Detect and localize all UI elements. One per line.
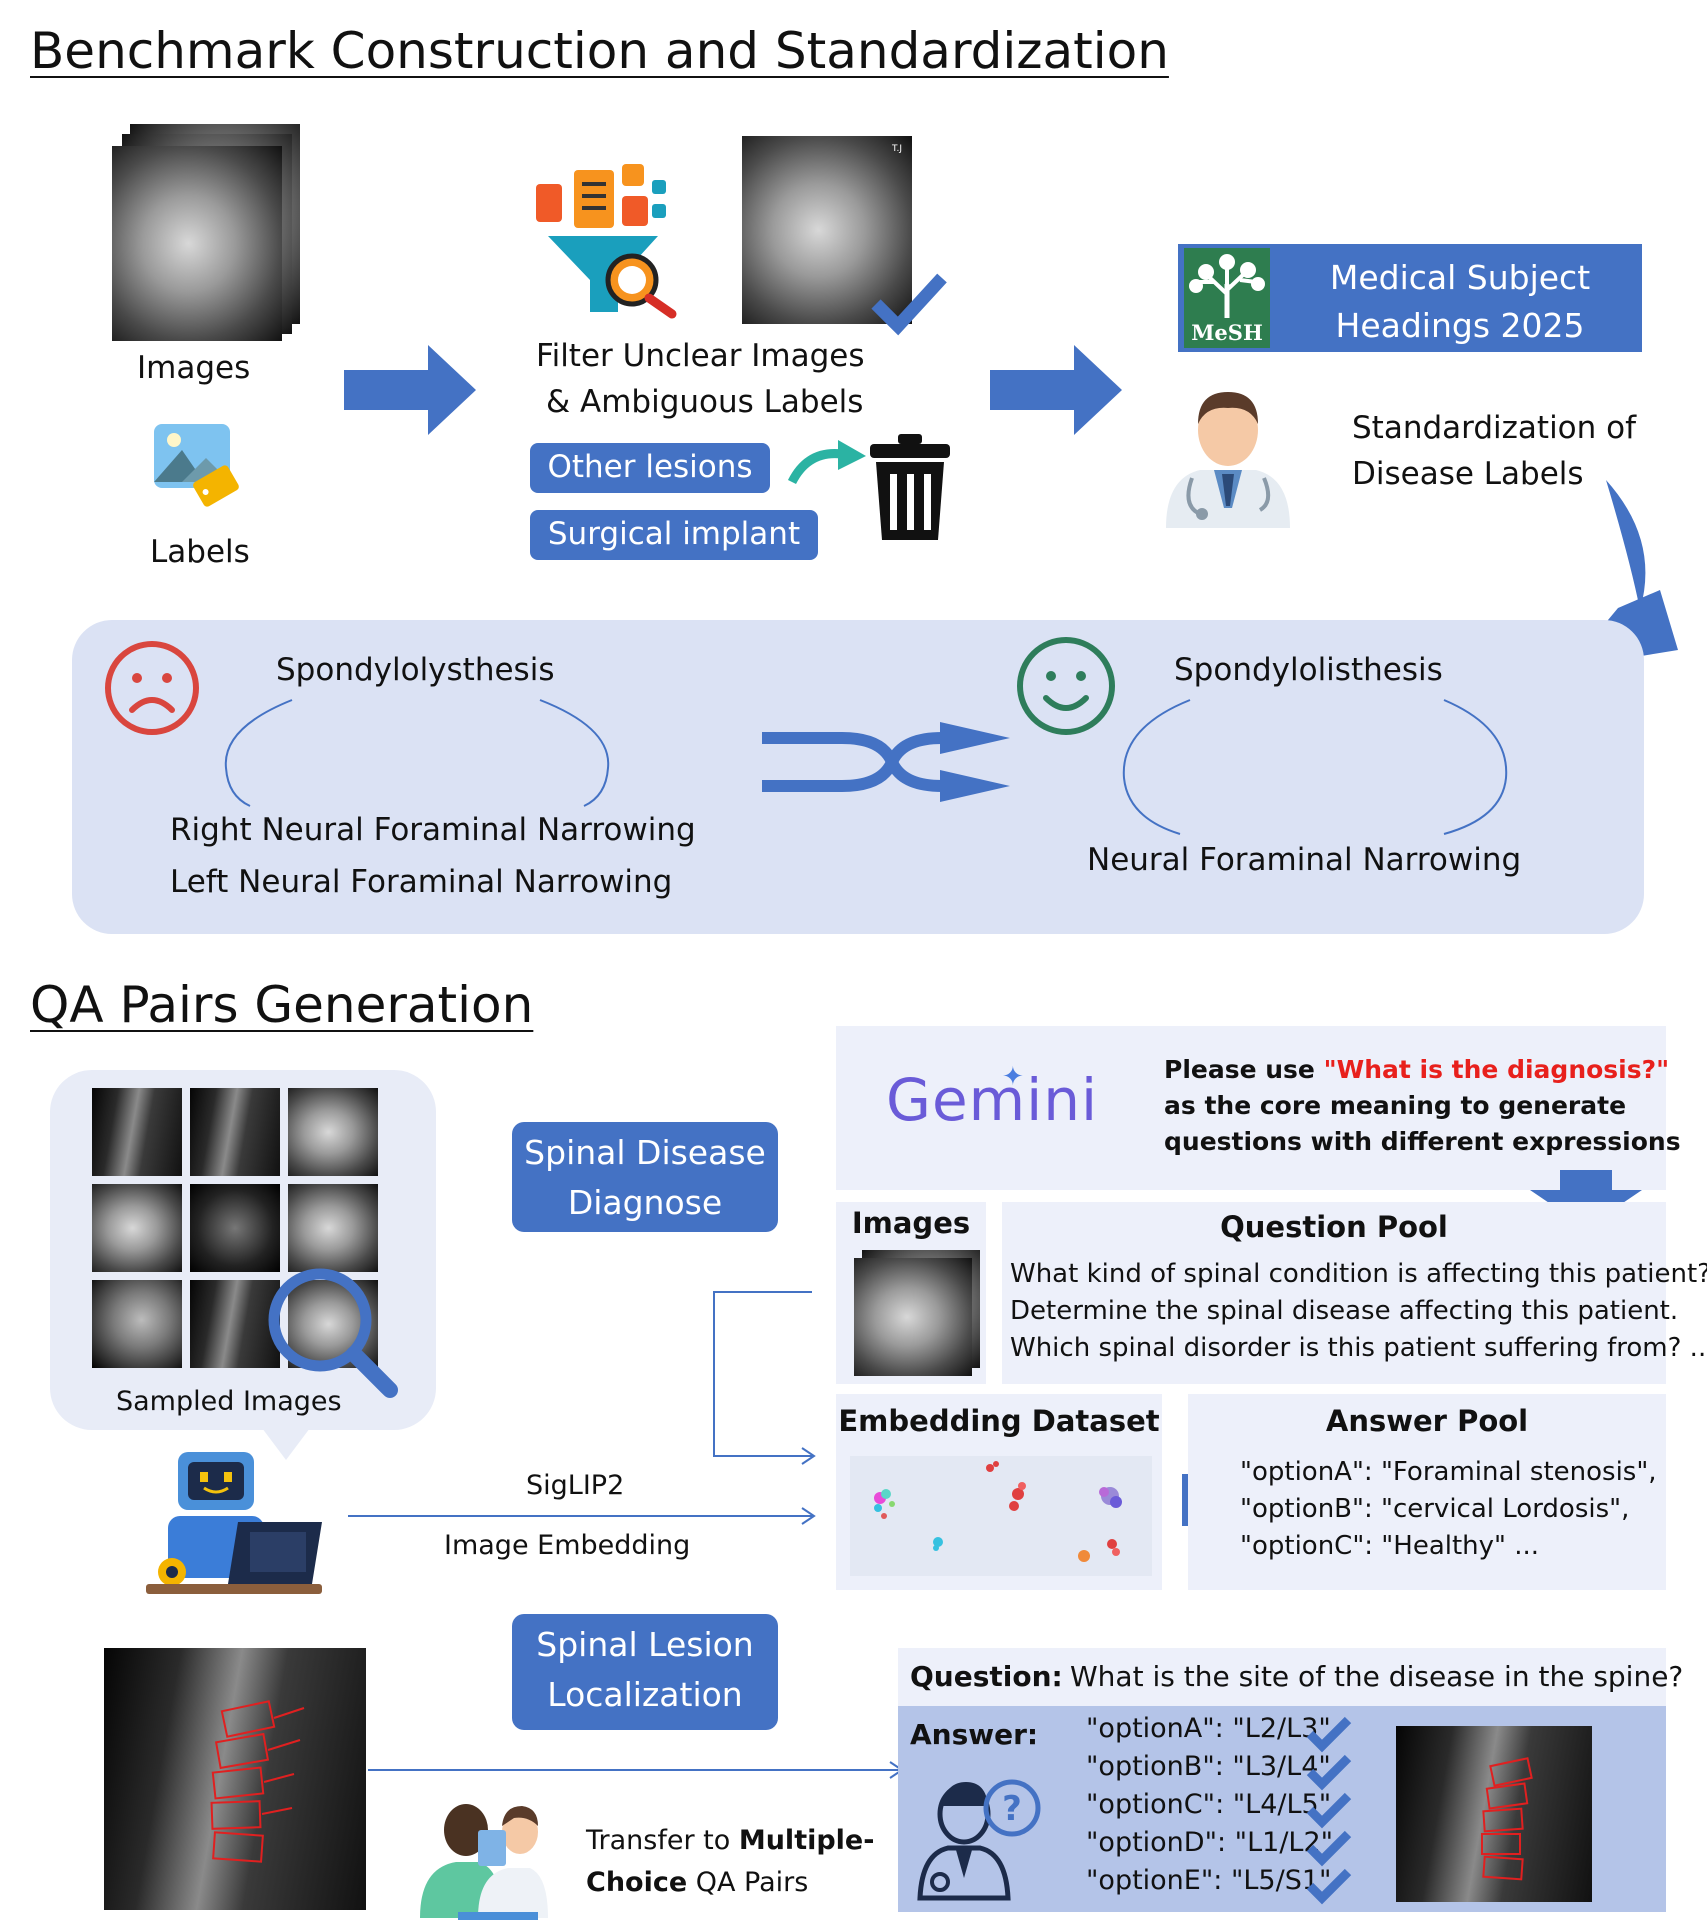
- mri-connector: [368, 1760, 904, 1784]
- mesh-logo: MeSH: [1184, 248, 1270, 348]
- answer-checks: [1306, 1716, 1356, 1920]
- image-tag-icon: [152, 420, 248, 516]
- question-bar: Question: What is the site of the diseas…: [898, 1648, 1683, 1706]
- robot-laptop-icon: [146, 1448, 326, 1612]
- transfer-post: QA Pairs: [687, 1867, 809, 1898]
- doctor-patient-icon: [418, 1788, 548, 1924]
- question-pool-item: What kind of spinal condition is affecti…: [1010, 1259, 1707, 1289]
- xray-tag: T.J: [892, 144, 902, 154]
- annotated-mri-image: [104, 1648, 366, 1910]
- question-pool-item: Which spinal disorder is this patient su…: [1010, 1333, 1707, 1363]
- images-label: Images: [137, 350, 251, 386]
- question-label: Question:: [910, 1660, 1063, 1693]
- sampled-images-grid: [92, 1088, 382, 1372]
- happy-face-icon: [1016, 636, 1116, 740]
- bad-line1: Right Neural Foraminal Narrowing: [170, 812, 696, 848]
- filter-text-line2: & Ambiguous Labels: [546, 384, 864, 420]
- spinal-lesion-localization-pill: Spinal Lesion Localization: [512, 1614, 778, 1730]
- answer-pool-item: "optionB": "cervical Lordosis",: [1240, 1494, 1630, 1524]
- embedding-dataset-title: Embedding Dataset: [838, 1404, 1160, 1438]
- doctor-icon: [1160, 378, 1296, 534]
- mesh-logo-text: MeSH: [1191, 320, 1263, 345]
- mesh-title-line2: Headings 2025: [1335, 306, 1585, 345]
- std-line1: Standardization of: [1352, 410, 1637, 446]
- standardization-panel: [72, 620, 1644, 934]
- answer-pool-title: Answer Pool: [1325, 1404, 1529, 1438]
- surgical-implant-pill: Surgical implant: [530, 510, 818, 560]
- mesh-banner: MeSH Medical Subject Headings 2025: [1178, 244, 1642, 352]
- bad-term: Spondylolysthesis: [276, 652, 555, 688]
- answer-mri-image: [1396, 1726, 1592, 1902]
- gemini-logo: Gemini: [886, 1066, 1099, 1134]
- bubble-tail: [256, 1420, 316, 1464]
- connectors: [346, 1288, 826, 1542]
- question-text: What is the site of the disease in the s…: [1070, 1660, 1684, 1693]
- filter-text-line1: Filter Unclear Images: [536, 338, 865, 374]
- embedding-scatter: [850, 1456, 1152, 1576]
- answer-option: "optionD": "L1/L2": [1086, 1827, 1334, 1858]
- answer-panel: Answer: ? "optionA": "L2/L3" "optionB": …: [898, 1706, 1666, 1912]
- answer-pool-item: "optionA": "Foraminal stenosis",: [1240, 1457, 1657, 1487]
- answer-option: "optionA": "L2/L3": [1086, 1713, 1331, 1744]
- transfer-bold1: Multiple-: [738, 1825, 875, 1856]
- answer-pool-panel: Answer Pool "optionA": "Foraminal stenos…: [1188, 1394, 1666, 1590]
- embedding-dataset-panel: Embedding Dataset: [836, 1394, 1162, 1590]
- merge-arrows-icon: [762, 722, 1010, 808]
- filtered-xray-image: T.J: [742, 136, 912, 324]
- answer-pool-item: "optionC": "Healthy" ...: [1240, 1531, 1540, 1561]
- images-panel: Images: [836, 1202, 986, 1384]
- answer-option: "optionE": "L5/S1": [1086, 1865, 1332, 1896]
- answer-option: "optionC": "L4/L5": [1086, 1789, 1332, 1820]
- trash-icon: [868, 432, 952, 546]
- std-line2: Disease Labels: [1352, 456, 1584, 492]
- prompt-pre: Please use: [1164, 1055, 1324, 1084]
- siglip-label: SigLIP2: [526, 1470, 625, 1501]
- transfer-bold2: Choice: [586, 1867, 688, 1898]
- sparkle-icon: ✦: [1002, 1062, 1024, 1092]
- prompt-line2: as the core meaning to generate: [1164, 1091, 1627, 1120]
- good-term-bracket: [1118, 698, 1510, 842]
- sad-face-icon: [104, 640, 200, 740]
- magnifier-icon: [262, 1262, 402, 1406]
- svg-text:?: ?: [1002, 1789, 1022, 1829]
- labels-label: Labels: [150, 534, 250, 570]
- image-embedding-label: Image Embedding: [444, 1530, 691, 1561]
- bad-line2: Left Neural Foraminal Narrowing: [170, 864, 673, 900]
- question-pool-title: Question Pool: [1220, 1210, 1448, 1244]
- other-lesions-pill: Other lesions: [530, 443, 770, 493]
- arrow-right-icon: [344, 345, 476, 439]
- transfer-text: Transfer to Multiple- Choice QA Pairs: [586, 1820, 874, 1904]
- good-line1: Neural Foraminal Narrowing: [1087, 842, 1522, 878]
- answer-option: "optionB": "L3/L4": [1086, 1751, 1331, 1782]
- down-arrow-icon: [1530, 1170, 1642, 1234]
- doctor-question-icon: ?: [917, 1770, 1042, 1904]
- answer-label: Answer:: [910, 1718, 1039, 1751]
- curved-arrow-icon: [787, 440, 868, 490]
- question-pool-item: Determine the spinal disease affecting t…: [1010, 1296, 1679, 1326]
- xray-image-stack: [112, 124, 302, 344]
- prompt-line3: questions with different expressions: [1164, 1127, 1681, 1156]
- filter-search-icon: [534, 162, 682, 319]
- transfer-pre: Transfer to: [586, 1825, 739, 1856]
- diagnose-pill-line2: Diagnose: [567, 1183, 723, 1222]
- sampled-images-label: Sampled Images: [116, 1386, 342, 1417]
- section-title-benchmark: Benchmark Construction and Standardizati…: [30, 22, 1169, 80]
- spinal-disease-diagnose-pill: Spinal Disease Diagnose: [512, 1122, 778, 1232]
- diagnose-pill-line1: Spinal Disease: [524, 1133, 766, 1172]
- bad-term-bracket: [220, 698, 612, 812]
- good-term: Spondylolisthesis: [1174, 652, 1443, 688]
- localization-pill-line1: Spinal Lesion: [536, 1625, 754, 1664]
- section-title-qa: QA Pairs Generation: [30, 976, 534, 1034]
- mesh-title-line1: Medical Subject: [1329, 258, 1591, 297]
- images-panel-title: Images: [851, 1206, 971, 1240]
- gemini-panel: Gemini ✦ Please use "What is the diagnos…: [836, 1026, 1681, 1190]
- question-pool-panel: Question Pool What kind of spinal condit…: [1002, 1202, 1707, 1384]
- prompt-highlight: "What is the diagnosis?": [1323, 1055, 1670, 1084]
- arrow-right-icon-2: [990, 345, 1122, 439]
- check-icon: [870, 270, 948, 340]
- localization-pill-line2: Localization: [547, 1675, 743, 1714]
